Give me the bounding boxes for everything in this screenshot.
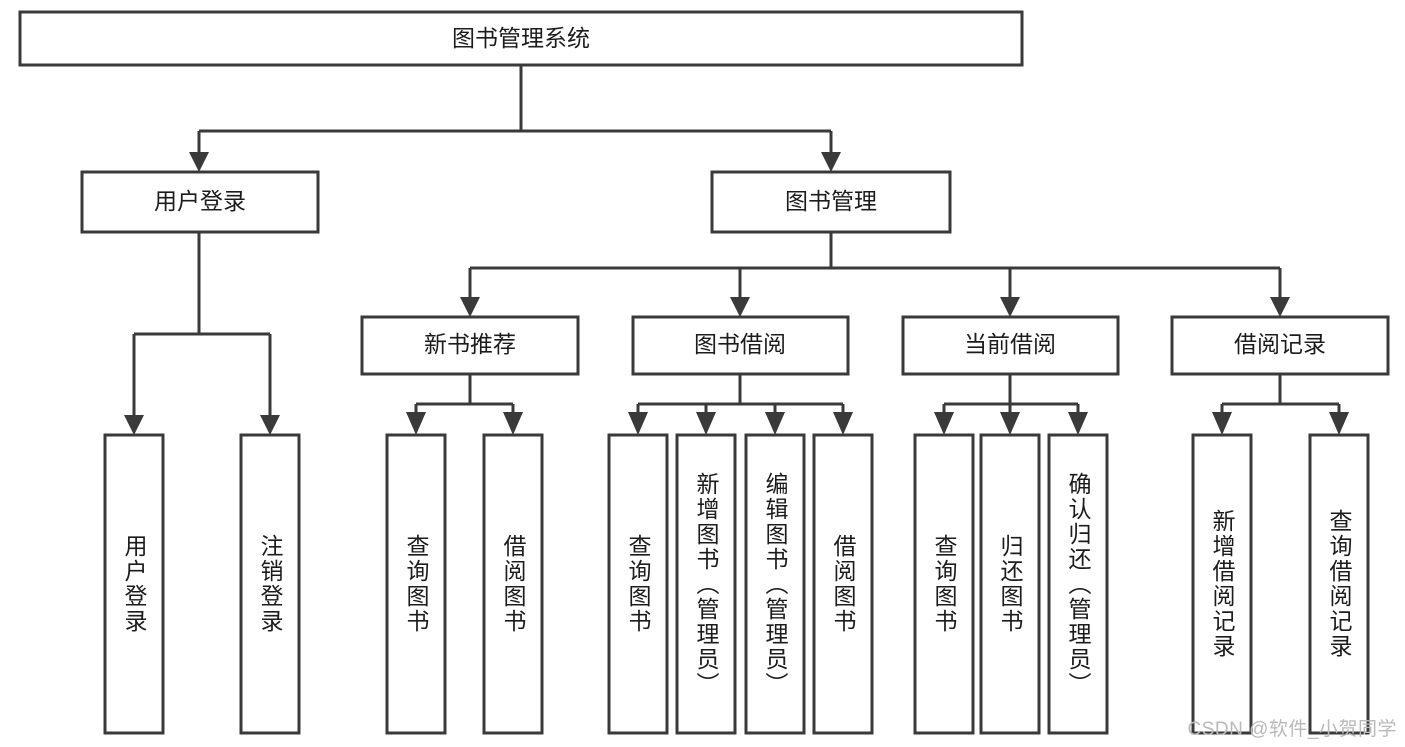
node-book-manage-box[interactable] — [710, 170, 952, 234]
leaf-box-bb-add-book[interactable] — [675, 433, 737, 735]
node-book-manage[interactable]: 图书管理 — [710, 170, 952, 234]
connector-layer — [124, 65, 1349, 435]
arrowhead-nb-leaf-2 — [503, 412, 523, 435]
arrowhead-leaf-user-login — [124, 415, 144, 435]
arrowhead-cb-leaf-3 — [1068, 412, 1088, 435]
node-current-borrow-label: 当前借阅 — [964, 331, 1056, 357]
arrowhead-bb-leaf-1 — [628, 412, 648, 435]
arrowhead-bb-leaf-3 — [765, 412, 785, 435]
node-borrow-record-label: 借阅记录 — [1234, 331, 1326, 357]
leaf-box-bb-edit-book[interactable] — [744, 433, 806, 735]
arrowhead-user-login — [189, 152, 209, 172]
node-root-system[interactable]: 图书管理系统 — [18, 10, 1024, 67]
node-current-borrow[interactable]: 当前借阅 — [901, 315, 1120, 376]
leaf-box-bb-query-book[interactable] — [607, 433, 669, 735]
arrowhead-cb-leaf-1 — [934, 412, 954, 435]
watermark: CSDN @软件_小贺同学 — [1187, 719, 1397, 740]
node-user-login[interactable]: 用户登录 — [80, 170, 320, 234]
leaf-box-br-add-record[interactable] — [1191, 433, 1253, 735]
arrowhead-bb-leaf-2 — [696, 412, 716, 435]
node-borrow-record-box[interactable] — [1170, 315, 1390, 376]
arrowhead-book-borrow — [730, 297, 750, 317]
leaf-box-cb-query-book[interactable] — [913, 433, 975, 735]
arrowhead-book-manage — [821, 152, 841, 172]
leaf-box-user-login[interactable] — [103, 433, 165, 735]
node-new-book-recommend-label: 新书推荐 — [424, 331, 516, 357]
arrowhead-br-leaf-2 — [1329, 412, 1349, 435]
leaf-box-layer — [103, 433, 1370, 735]
node-book-manage-label: 图书管理 — [785, 188, 877, 214]
node-new-book-recommend-box[interactable] — [360, 315, 580, 376]
leaf-box-nb-query-book[interactable] — [385, 433, 447, 735]
node-root-box[interactable] — [18, 10, 1024, 67]
node-borrow-record[interactable]: 借阅记录 — [1170, 315, 1390, 376]
leaf-box-cb-return-book[interactable] — [979, 433, 1041, 735]
leaf-box-bb-borrow-book[interactable] — [812, 433, 874, 735]
arrowhead-bb-leaf-4 — [833, 412, 853, 435]
node-user-login-box[interactable] — [80, 170, 320, 234]
arrowhead-leaf-logout — [260, 415, 280, 435]
node-book-borrow-box[interactable] — [631, 315, 850, 376]
node-new-book-recommend[interactable]: 新书推荐 — [360, 315, 580, 376]
arrowhead-borrow-record — [1270, 297, 1290, 317]
node-book-borrow-label: 图书借阅 — [694, 331, 786, 357]
leaf-box-cb-confirm-return[interactable] — [1047, 433, 1109, 735]
arrowhead-nb-leaf-1 — [406, 412, 426, 435]
leaf-box-nb-borrow-book[interactable] — [482, 433, 544, 735]
node-root-label: 图书管理系统 — [452, 25, 590, 51]
node-user-login-label: 用户登录 — [154, 188, 246, 214]
arrowhead-current-borrow — [1000, 297, 1020, 317]
arrowhead-br-leaf-1 — [1212, 412, 1232, 435]
arrowhead-new-book-recommend — [460, 297, 480, 317]
node-current-borrow-box[interactable] — [901, 315, 1120, 376]
leaf-box-logout[interactable] — [239, 433, 301, 735]
arrowhead-cb-leaf-2 — [1000, 412, 1020, 435]
leaf-box-br-query-record[interactable] — [1308, 433, 1370, 735]
node-book-borrow[interactable]: 图书借阅 — [631, 315, 850, 376]
